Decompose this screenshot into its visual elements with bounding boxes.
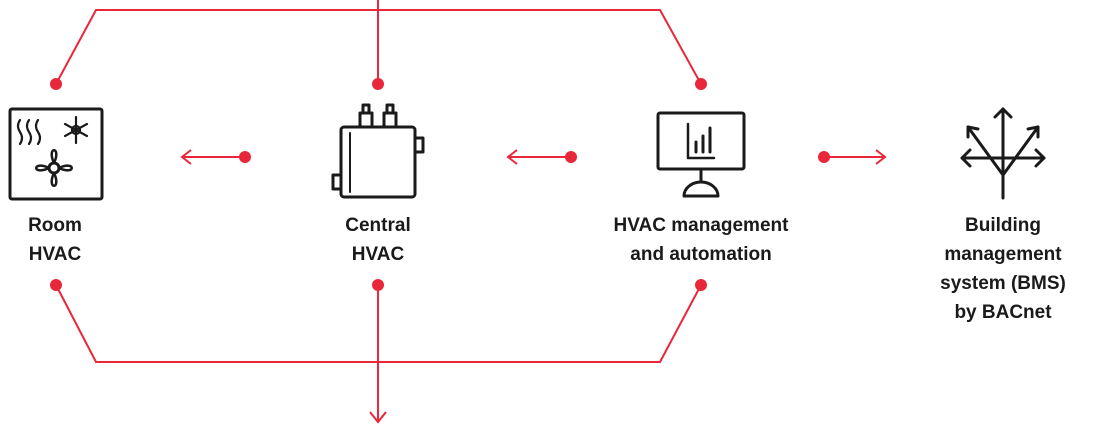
bottom-dot-room [50,279,62,291]
top-dot-management [695,78,707,90]
monitor-chart-icon [656,111,746,198]
bms-label: Building management system (BMS) by BACn… [940,211,1066,327]
arrow-central-to-room [180,149,251,165]
central-hvac-label: Central HVAC [345,211,410,269]
bottom-connector [50,279,707,424]
arrow-management-to-bms [818,149,887,165]
room-hvac-label: Room HVAC [28,211,82,269]
bms-label-line-3: system (BMS) [940,273,1066,294]
hvac-unit-icon [331,103,425,199]
central-hvac-label-line-2: HVAC [351,244,405,265]
hvac-management-label: HVAC management and automation [614,211,789,269]
hvac-management-label-line-2: and automation [630,244,772,265]
bottom-dot-management [695,279,707,291]
top-dot-central [372,78,384,90]
bms-label-line-4: by BACnet [954,302,1052,323]
arrow-management-to-central [506,149,577,165]
top-connector [50,0,707,90]
room-hvac-label-line-1: Room [28,215,82,236]
bottom-dot-central [372,279,384,291]
room-hvac-label-line-2: HVAC [28,244,82,265]
bottom-output-arrowhead [369,411,387,424]
central-hvac-label-line-1: Central [345,215,411,236]
bms-label-line-1: Building [965,215,1041,236]
bms-label-line-2: management [944,244,1062,265]
top-dot-room [50,78,62,90]
heating-cooling-fan-icon [8,107,104,201]
hvac-management-label-line-1: HVAC management [613,215,789,236]
network-arrows-icon [960,107,1046,200]
top-bus-line [55,9,702,85]
